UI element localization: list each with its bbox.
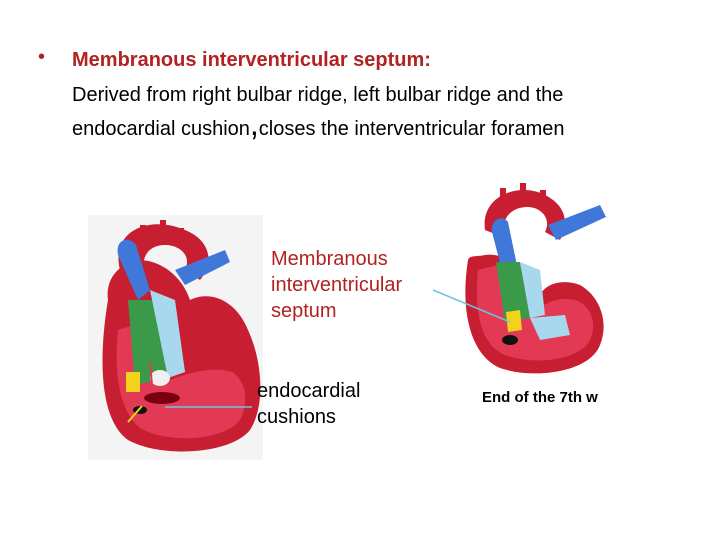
cushions-label-line-1: endocardial bbox=[257, 380, 361, 402]
left-cushion-dark bbox=[144, 392, 180, 404]
stage-caption: End of the 7th w bbox=[482, 389, 598, 406]
right-yellow-ridge bbox=[506, 310, 522, 332]
big-comma: , bbox=[249, 106, 259, 142]
cushions-label-line-2: cushions bbox=[257, 406, 336, 428]
right-heart-diagram bbox=[432, 165, 606, 375]
left-vessel-stub-2 bbox=[160, 220, 166, 234]
membranous-label: Membranous interventricular septum bbox=[271, 246, 402, 324]
membranous-label-line-1: Membranous bbox=[271, 248, 388, 270]
left-light-blue-band bbox=[150, 290, 185, 378]
left-pulmonary-branch bbox=[175, 250, 230, 285]
left-yellow-ridge bbox=[126, 372, 140, 392]
left-white-foramen bbox=[150, 370, 170, 386]
right-light-blue-band bbox=[520, 262, 545, 318]
membranous-leader-line bbox=[432, 289, 511, 323]
right-green-septum bbox=[496, 262, 530, 322]
membranous-label-line-2: interventricular bbox=[271, 274, 403, 296]
body-line-2-start: endocardial cushion bbox=[72, 118, 250, 140]
left-vessel-stub-1 bbox=[140, 225, 146, 239]
right-vessel-stub-2 bbox=[520, 183, 526, 197]
body-line-2-end: closes the interventricular foramen bbox=[258, 118, 565, 140]
membranous-label-line-3: septum bbox=[271, 300, 337, 322]
left-pulmonary-trunk bbox=[117, 239, 150, 300]
left-yellow-arrow bbox=[127, 405, 143, 423]
left-vessel-stub-3 bbox=[178, 228, 184, 242]
right-cushion-black bbox=[502, 335, 518, 345]
slide-heading: Membranous interventricular septum: bbox=[72, 49, 431, 71]
body-line-1: Derived from right bulbar ridge, left bu… bbox=[72, 84, 564, 106]
right-vessel-stub-3 bbox=[540, 190, 546, 204]
right-membranous-septum bbox=[530, 315, 570, 340]
cushions-label: endocardial cushions bbox=[257, 378, 360, 430]
right-vessel-stub-1 bbox=[500, 188, 506, 202]
bullet-marker: • bbox=[38, 46, 46, 68]
left-heart-diagram bbox=[88, 215, 263, 460]
body-line-2: endocardial cushion,closes the intervent… bbox=[72, 108, 565, 141]
right-pulmonary-branch bbox=[548, 205, 606, 240]
left-red-arrow bbox=[149, 361, 153, 386]
